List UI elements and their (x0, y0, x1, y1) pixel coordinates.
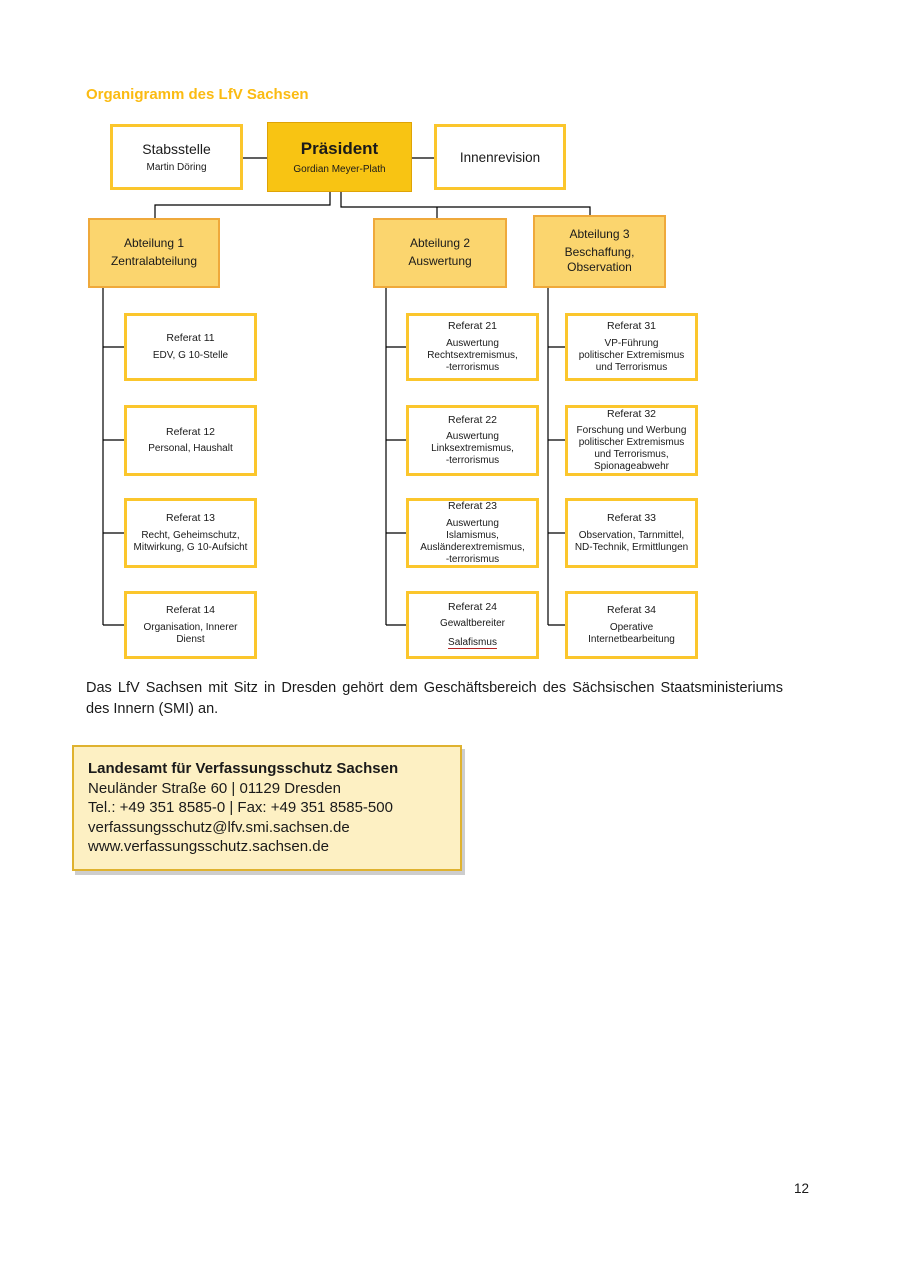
org-box-referat-11: Referat 11 EDV, G 10-Stelle (124, 313, 257, 381)
referat-desc: EDV, G 10-Stelle (152, 349, 229, 361)
body-paragraph: Das LfV Sachsen mit Sitz in Dresden gehö… (86, 680, 783, 718)
innenrevision-title: Innenrevision (459, 149, 541, 165)
org-box-referat-12: Referat 12 Personal, Haushalt (124, 405, 257, 476)
referat-desc: Personal, Haushalt (148, 443, 233, 455)
page-number: 12 (794, 1181, 810, 1196)
org-box-stabsstelle: Stabsstelle Martin Döring (110, 124, 243, 190)
contact-infobox: Landesamt für Verfassungsschutz Sachsen … (72, 745, 462, 871)
org-box-referat-33: Referat 33 Observation, Tarnmittel,ND-Te… (565, 498, 698, 568)
referat-title: Referat 34 (606, 604, 657, 617)
referat-title: Referat 12 (165, 425, 216, 438)
praesident-title: Präsident (300, 139, 379, 158)
infobox-website: www.verfassungsschutz.sachsen.de (88, 838, 329, 856)
infobox-org-name: Landesamt für Verfassungsschutz Sachsen (88, 760, 399, 777)
abteilung-name: Abteilung 2 (409, 236, 471, 251)
abteilung-desc: Beschaffung, Observation (564, 244, 635, 275)
abteilung-desc: Zentralabteilung (110, 254, 198, 268)
referat-title: Referat 31 (606, 320, 657, 333)
referat-title: Referat 32 (606, 407, 657, 420)
org-box-praesident: Präsident Gordian Meyer-Plath (267, 122, 412, 192)
referat-title: Referat 21 (447, 320, 498, 333)
referat-title: Referat 14 (165, 604, 216, 617)
infobox-email: verfassungsschutz@lfv.smi.sachsen.de (88, 818, 350, 836)
connector-praesident-abteilung3 (340, 192, 591, 215)
stabsstelle-person: Martin Döring (146, 162, 207, 173)
referat-title: Referat 23 (447, 500, 498, 513)
referat-title: Referat 33 (606, 512, 657, 525)
connector-spine-abteilung1 (102, 288, 124, 626)
referat-title: Referat 22 (447, 413, 498, 426)
infobox-address: Neuländer Straße 60 | 01129 Dresden (88, 779, 341, 797)
abteilung-name: Abteilung 3 (569, 227, 630, 242)
org-box-abteilung-2: Abteilung 2 Auswertung (373, 218, 507, 288)
org-box-abteilung-3: Abteilung 3 Beschaffung, Observation (533, 215, 666, 288)
page-title: Organigramm des LfV Sachsen (86, 86, 309, 103)
connector-praesident-abteilung1 (154, 192, 331, 218)
org-box-referat-13: Referat 13 Recht, Geheimschutz,Mitwirkun… (124, 498, 257, 568)
referat-title: Referat 13 (165, 512, 216, 525)
org-box-innenrevision: Innenrevision (434, 124, 566, 190)
stabsstelle-title: Stabsstelle (142, 141, 211, 157)
org-box-abteilung-1: Abteilung 1 Zentralabteilung (88, 218, 220, 288)
abteilung-name: Abteilung 1 (123, 236, 185, 251)
referat-desc: Observation, Tarnmittel,ND-Technik, Ermi… (574, 529, 689, 553)
referat-desc: Recht, Geheimschutz,Mitwirkung, G 10-Auf… (133, 529, 248, 553)
referat-title: Referat 11 (166, 332, 215, 345)
infobox-phone-fax: Tel.: +49 351 8585-0 | Fax: +49 351 8585… (88, 799, 393, 817)
connector-spine-abteilung2 (385, 288, 406, 626)
connector-spine-abteilung3 (547, 288, 565, 626)
referat-title: Referat 24 (447, 600, 498, 613)
praesident-person: Gordian Meyer-Plath (293, 164, 386, 175)
abteilung-desc: Auswertung (408, 254, 472, 268)
